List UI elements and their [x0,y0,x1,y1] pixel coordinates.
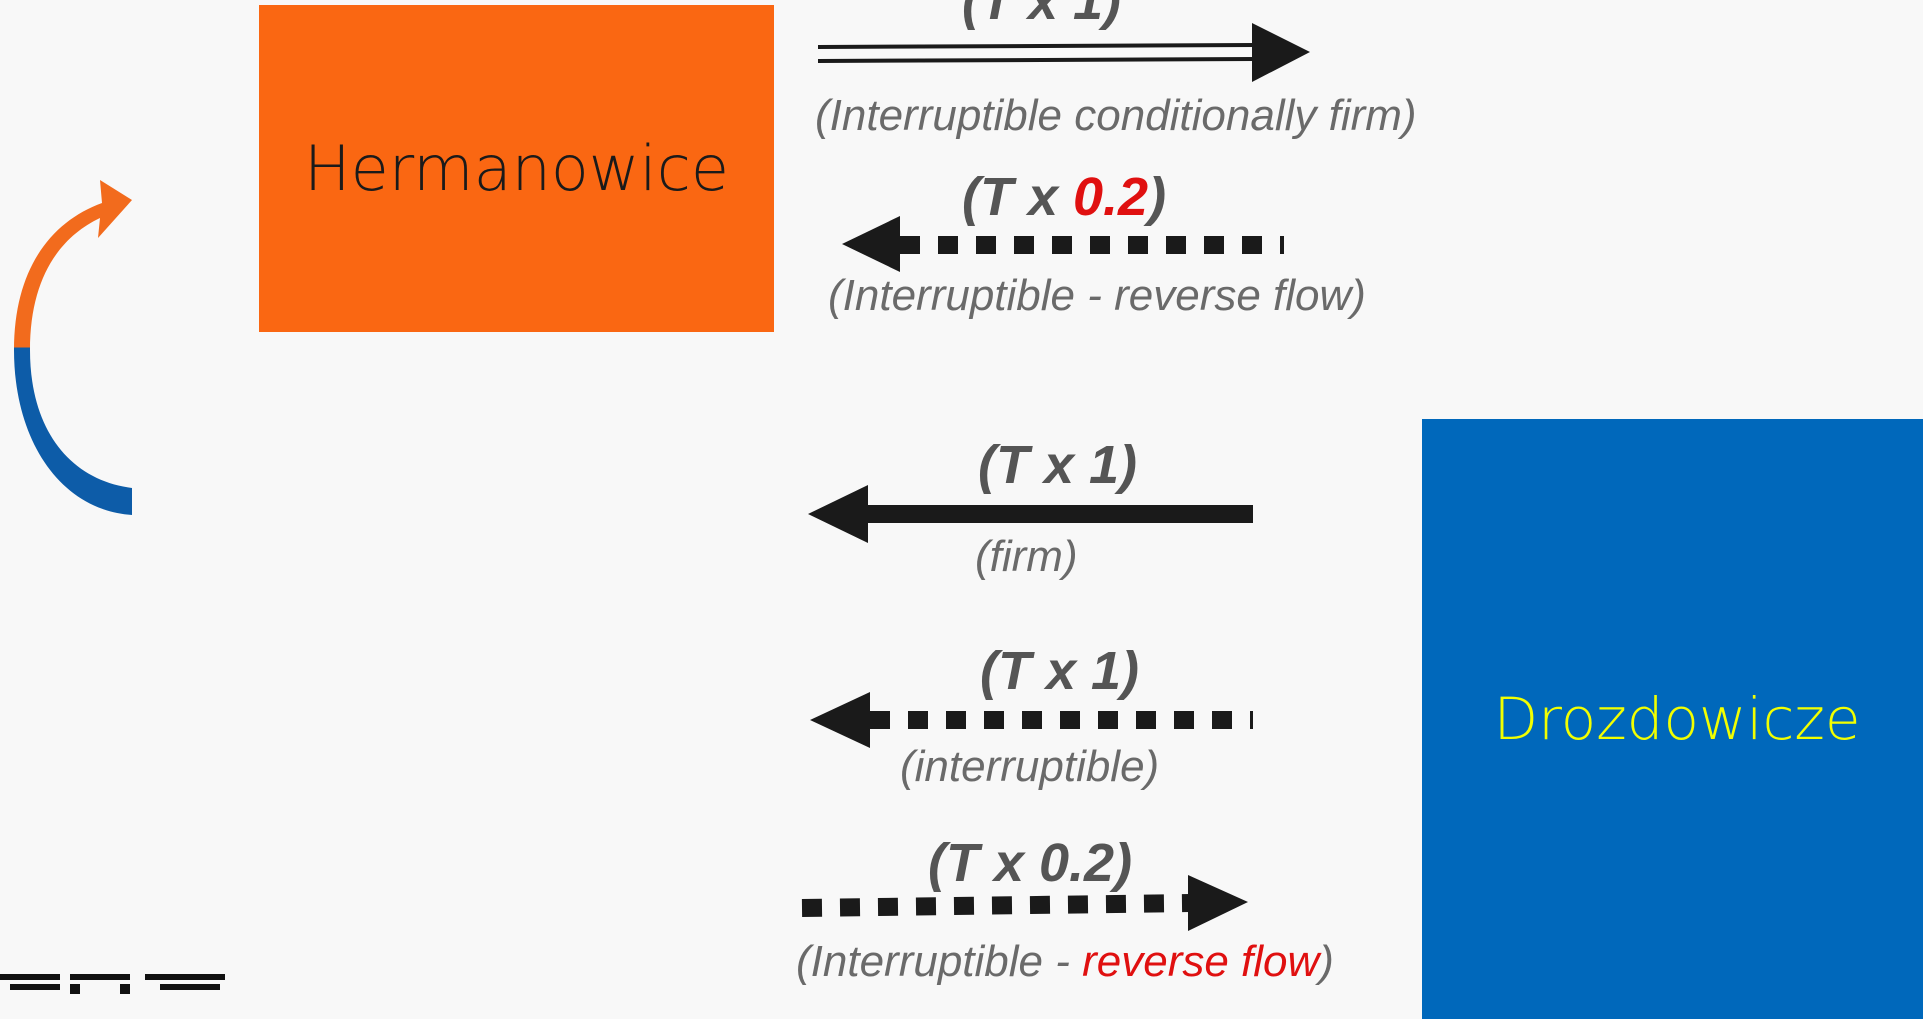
flow-5-multiplier: (T x 0.2) [928,833,1133,893]
cycle-arrow-icon [14,180,132,515]
flow-4-label: (interruptible) [900,742,1160,791]
flow-5-label-suffix: ) [1319,937,1334,986]
logo [0,974,225,994]
flow-5-arrow [801,875,1248,931]
flow-2-label: (Interruptible - reverse flow) [828,271,1366,320]
flow-4-multiplier: (T x 1) [980,641,1140,701]
node-drozdowicze-label: Drozdowicze [1493,685,1861,753]
flow-1-label: (Interruptible conditionally firm) [815,91,1417,140]
flow-3-arrow [808,485,1253,543]
flow-2-multiplier-prefix: (T x [962,167,1074,227]
flow-1-arrow [817,23,1310,82]
node-hermanowice-label: Hermanowice [304,132,729,205]
flow-2-multiplier-value: 0.2 [1073,167,1149,227]
flow-4-arrow [810,692,1253,748]
node-drozdowicze: Drozdowicze [1422,419,1923,1019]
flow-5-label-highlight: reverse flow [1082,937,1320,986]
flow-1-multiplier: (T x 1) [962,0,1122,31]
flow-2-arrow [842,216,1284,272]
flow-5-label-prefix: (Interruptible - [796,937,1083,986]
flow-3-multiplier: (T x 1) [978,435,1138,495]
flow-2-multiplier: (T x 0.2) [962,170,1166,224]
flow-3-label: (firm) [975,532,1078,581]
flow-arrows [14,23,1310,931]
flow-5-label: (Interruptible - reverse flow) [796,940,1334,984]
flow-2-multiplier-suffix: ) [1148,167,1167,227]
node-hermanowice: Hermanowice [259,5,774,332]
